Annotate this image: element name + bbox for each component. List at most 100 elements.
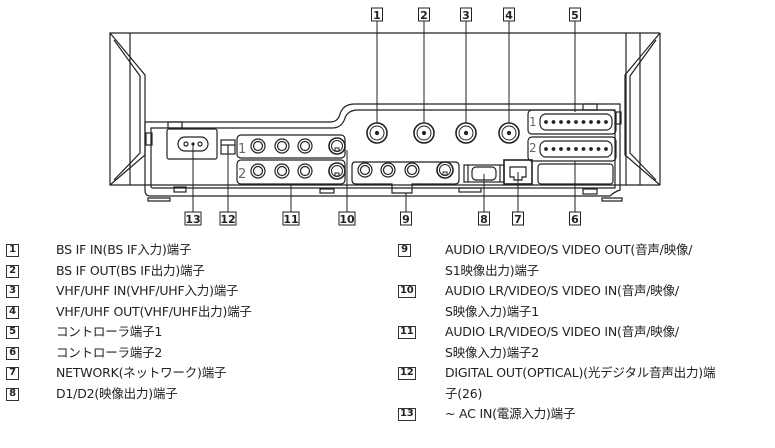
rca-jack-in2-0: [250, 163, 266, 179]
legend-text-line2: 子(26): [445, 385, 483, 401]
callout-number-3: 3: [462, 9, 470, 22]
controller-pin: [596, 120, 601, 124]
rca-jack-in2-2: [297, 163, 313, 179]
controller-1-socket: [539, 113, 613, 131]
legend-text-line1: AUDIO LR/VIDEO/S VIDEO IN(音声/映像/: [445, 324, 679, 339]
controller-pin: [581, 147, 586, 151]
callout-box-4: [503, 7, 515, 22]
rca-jack-in1-1: [274, 138, 290, 154]
callout-box-3: [460, 7, 472, 22]
callout-box-1: [371, 7, 383, 22]
callout-number-8: 8: [480, 213, 488, 226]
callout-number-7: 7: [514, 213, 522, 226]
legend-text: コントローラ端子1: [56, 324, 163, 339]
controller-pin: [559, 147, 563, 151]
legend-text: D1/D2(映像出力)端子: [56, 385, 178, 401]
callout-number-9: 9: [402, 213, 410, 226]
right-side-panel: [624, 32, 661, 186]
tab: [145, 132, 153, 146]
legend-number: 12: [398, 367, 416, 380]
foot-right: [601, 197, 623, 202]
av-out-panel: [351, 161, 460, 194]
right-side-panel-inner: [629, 39, 657, 181]
vhf-uhf-in-jack: [455, 122, 477, 144]
tab: [167, 121, 183, 129]
tab: [582, 103, 598, 111]
legend-number: 11: [398, 326, 416, 339]
legend-number: 13: [398, 408, 416, 421]
legend-text-line1: AUDIO LR/VIDEO/S VIDEO OUT(音声/映像/: [445, 242, 693, 257]
legend-text-line2: S映像入力)端子1: [445, 303, 539, 319]
callout-box-8: [478, 211, 490, 226]
s-video-jack-in2: [328, 162, 346, 180]
s-video-jack-out: [436, 161, 454, 179]
callout-box-7: [512, 211, 524, 226]
controller-pin: [589, 120, 593, 124]
callout-number-13: 13: [185, 213, 200, 226]
rca-jack-out-1: [380, 162, 396, 178]
rca-jack-in1-2: [297, 138, 313, 154]
legend-number: 4: [6, 305, 19, 319]
controller-2-panel: [527, 136, 617, 162]
callout-box-11: [282, 211, 300, 226]
left-side-panel: [109, 32, 146, 186]
legend-number: 7: [6, 367, 19, 380]
legend-number: 2: [6, 264, 19, 278]
controller-pin: [544, 147, 548, 151]
legend-text-line1: ~ AC IN(電源入力)端子: [445, 406, 576, 421]
legend-number: 8: [6, 387, 19, 401]
legend-number: 10: [398, 285, 416, 298]
legend-text: VHF/UHF IN(VHF/UHF入力)端子: [56, 283, 239, 298]
controller-pin: [604, 120, 608, 124]
controller-pin: [581, 120, 586, 124]
controller-pin: [589, 147, 593, 151]
controller-2-socket: [539, 140, 613, 158]
s-video-jack-in1: [328, 137, 346, 155]
legend-number: 3: [6, 285, 19, 298]
legend-number: 5: [6, 326, 19, 339]
controller-pin: [551, 147, 556, 151]
controller-pin: [566, 120, 571, 124]
controller-pin: [574, 120, 578, 124]
controller-row-label-2: 2: [529, 141, 537, 155]
legend-text-line1: AUDIO LR/VIDEO/S VIDEO IN(音声/映像/: [445, 283, 679, 298]
callout-number-2: 2: [420, 9, 428, 22]
callout-number-1: 1: [373, 9, 381, 22]
callout-number-4: 4: [505, 9, 513, 22]
controller-pin: [604, 147, 608, 151]
tab: [582, 188, 598, 195]
callout-number-5: 5: [571, 9, 579, 22]
tab: [458, 187, 482, 193]
callout-box-9: [400, 211, 412, 226]
legend-text: NETWORK(ネットワーク)端子: [56, 365, 227, 380]
bs-if-out-jack: [413, 122, 435, 144]
controller-pin: [574, 147, 578, 151]
callout-number-10: 10: [339, 213, 355, 226]
controller-pin: [544, 120, 548, 124]
controller-pin: [566, 147, 571, 151]
tab: [319, 188, 335, 194]
legend-number: 6: [6, 346, 19, 360]
callout-box-2: [418, 7, 430, 22]
controller-pin: [559, 120, 563, 124]
rca-jack-out-0: [357, 162, 373, 178]
callout-box-13: [184, 211, 202, 226]
legend-text: BS IF IN(BS IF入力)端子: [56, 242, 192, 257]
foot-left: [147, 197, 171, 202]
legend-text: コントローラ端子2: [56, 344, 163, 360]
callout-box-12: [219, 211, 237, 226]
controller-row-label-1: 1: [529, 115, 537, 129]
ac-in-socket: [166, 128, 218, 160]
recessed-panel-outer: [144, 103, 621, 197]
legend-number: 1: [6, 244, 19, 257]
callout-box-10: [338, 211, 356, 226]
rca-jack-out-2: [404, 162, 420, 178]
callout-number-11: 11: [283, 213, 298, 226]
left-side-panel-inner: [113, 39, 141, 181]
callout-number-6: 6: [571, 213, 579, 226]
callout-box-5: [569, 7, 581, 22]
controller-pin: [551, 120, 556, 124]
legend-text-line1: DIGITAL OUT(OPTICAL)(光デジタル音声出力)端: [445, 365, 716, 380]
tab: [173, 186, 187, 193]
